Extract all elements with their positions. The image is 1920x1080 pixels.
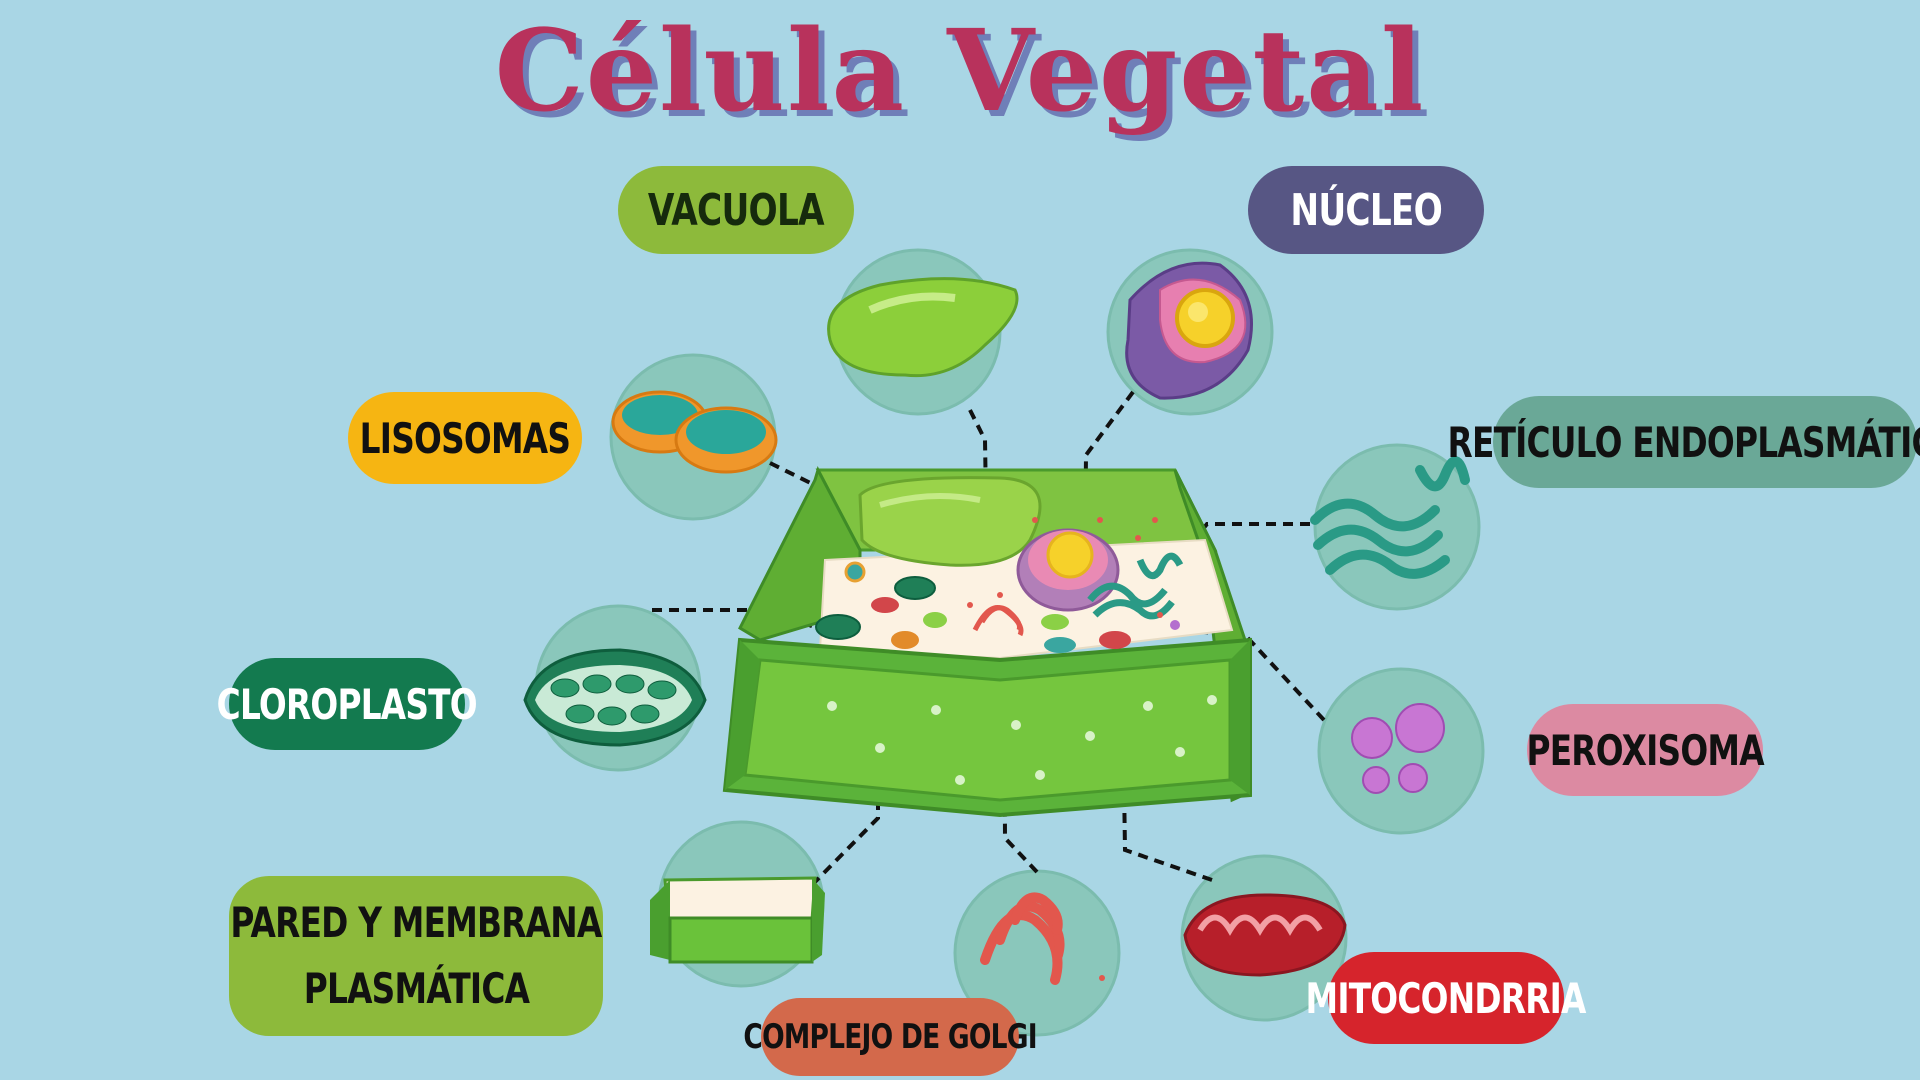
lisosomas-illustration [611, 390, 778, 474]
label-lisosomas-text: LISOSOMAS [359, 413, 571, 463]
label-mitocondria-text: MITOCONDRRIA [1305, 973, 1587, 1023]
peroxisoma-illustration [1351, 703, 1445, 794]
label-cloroplasto: CLOROPLASTO [217, 658, 478, 750]
golgi-illustration [980, 892, 1105, 985]
label-cloroplasto-text: CLOROPLASTO [216, 679, 478, 729]
label-golgi-text: COMPLEJO DE GOLGI [743, 1017, 1037, 1057]
vacuola-illustration [827, 277, 1019, 378]
label-nucleo-text: NÚCLEO [1290, 184, 1442, 236]
mitocondria-illustration [1183, 893, 1347, 977]
cloroplasto-illustration [523, 648, 707, 747]
label-pared-line1: PARED Y MEMBRANA [230, 898, 602, 947]
label-nucleo: NÚCLEO [1248, 166, 1484, 254]
reticulo-connector [1138, 522, 1310, 597]
peroxisoma-bubble [1317, 667, 1485, 835]
label-golgi: COMPLEJO DE GOLGI [743, 998, 1038, 1076]
page-title: Célula Vegetal [494, 6, 1426, 137]
reticulo-illustration [1310, 456, 1470, 579]
label-peroxisoma-text: PEROXISOMA [1526, 725, 1764, 775]
label-pared: PARED Y MEMBRANA PLASMÁTICA [229, 876, 603, 1036]
label-peroxisoma: PEROXISOMA [1526, 704, 1764, 796]
label-reticulo: RETÍCULO ENDOPLASMÁTICO [1448, 396, 1920, 488]
label-reticulo-text: RETÍCULO ENDOPLASMÁTICO [1447, 417, 1920, 467]
label-pared-line2: PLASMÁTICA [303, 964, 529, 1013]
pared-illustration [650, 876, 825, 964]
label-lisosomas: LISOSOMAS [348, 392, 582, 484]
plant-cell [722, 466, 1252, 818]
label-vacuola-text: VACUOLA [647, 184, 825, 236]
nucleo-illustration [1125, 261, 1253, 400]
label-vacuola: VACUOLA [618, 166, 854, 254]
label-mitocondria: MITOCONDRRIA [1306, 952, 1587, 1044]
